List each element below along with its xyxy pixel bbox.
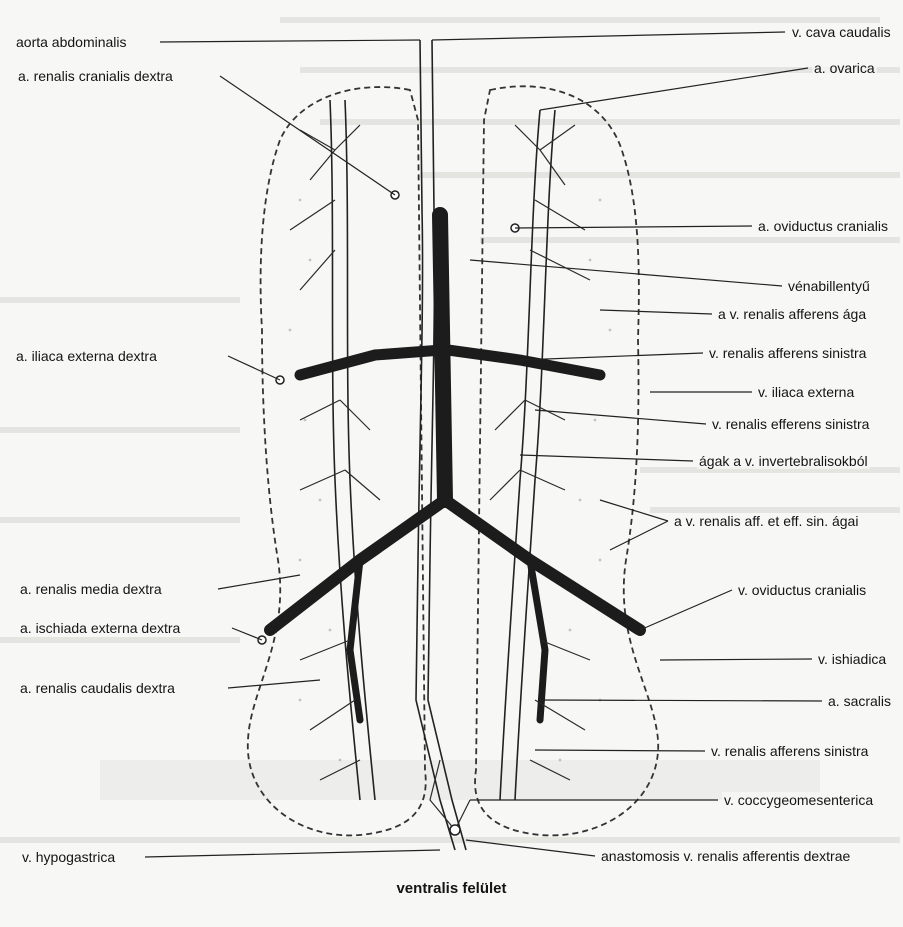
kidney-outlines [248, 86, 658, 835]
right-label-5: v. renalis afferens sinistra [707, 345, 868, 361]
right-label-15: anastomosis v. renalis afferentis dextra… [599, 848, 852, 864]
figure-caption: ventralis felület [0, 880, 903, 897]
right-label-8: ágak a v. invertebralisokból [697, 453, 870, 469]
left-label-2: a. iliaca externa dextra [14, 348, 159, 364]
leader-lines [145, 32, 822, 857]
left-label-6: v. hypogastrica [20, 849, 117, 865]
left-label-5: a. renalis caudalis dextra [18, 680, 177, 696]
right-label-10: v. oviductus cranialis [736, 582, 868, 598]
right-label-12: a. sacralis [826, 693, 893, 709]
left-label-4: a. ischiada externa dextra [18, 620, 182, 636]
right-label-11: v. ishiadica [816, 651, 888, 667]
right-label-14: v. coccygeomesenterica [722, 792, 875, 808]
right-label-13: v. renalis afferens sinistra [709, 743, 870, 759]
right-label-3: vénabillentyű [786, 278, 872, 294]
right-label-1: a. ovarica [812, 60, 877, 76]
venous-trunk [270, 215, 640, 720]
left-label-3: a. renalis media dextra [18, 581, 164, 597]
right-label-2: a. oviductus cranialis [756, 218, 890, 234]
right-label-4: a v. renalis afferens ága [716, 306, 868, 322]
right-label-6: v. iliaca externa [756, 384, 856, 400]
left-label-0: aorta abdominalis [14, 34, 129, 50]
right-label-9: a v. renalis aff. et eff. sin. ágai [672, 513, 860, 529]
right-label-0: v. cava caudalis [790, 24, 893, 40]
right-label-7: v. renalis efferens sinistra [710, 416, 871, 432]
left-label-1: a. renalis cranialis dextra [16, 68, 175, 84]
